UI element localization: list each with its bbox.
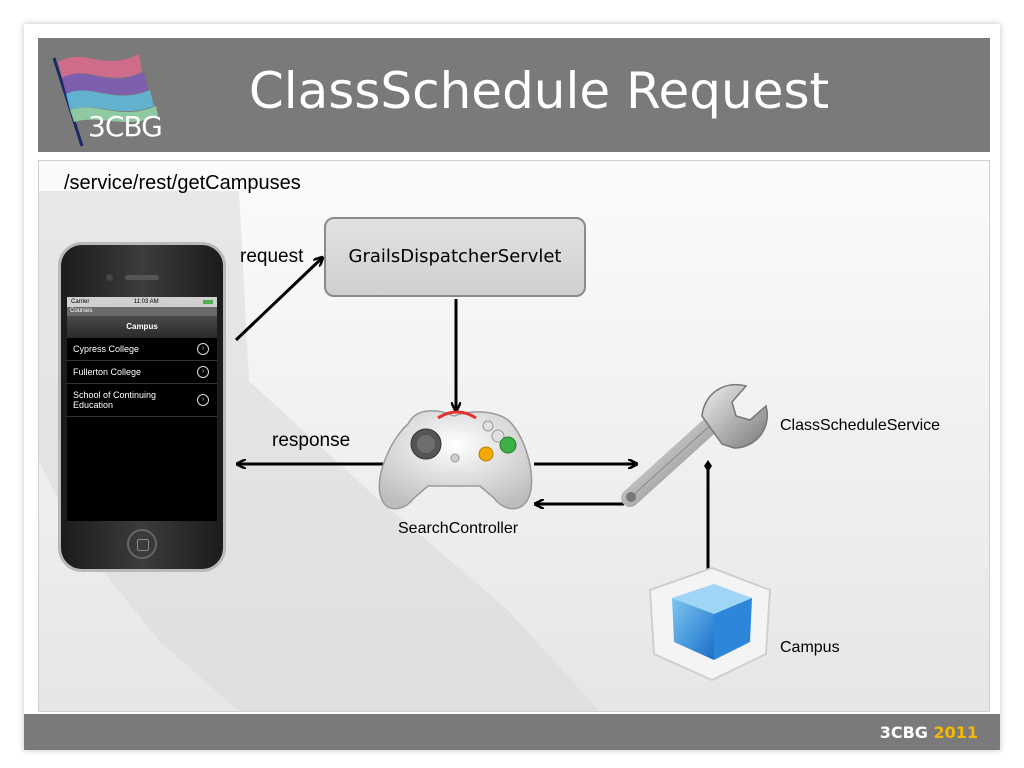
request-arrow: [234, 258, 322, 342]
list-item[interactable]: Cypress College ›: [67, 338, 217, 361]
footer-bar: 3CBG 2011: [24, 714, 1000, 750]
chevron-right-icon: ›: [197, 366, 209, 378]
footer-brand-name: 3CBG: [879, 723, 928, 742]
slide: 3CBG ClassSchedule Request 3CBG 2011 /se…: [24, 24, 1000, 750]
chevron-right-icon: ›: [197, 343, 209, 355]
logo-text: 3CBG: [88, 110, 163, 143]
gamepad-icon: [378, 410, 533, 510]
list-item-label: Cypress College: [73, 344, 140, 354]
battery-icon: [203, 300, 213, 304]
flag-ribbons-icon: [52, 54, 158, 147]
domain-label: Campus: [780, 639, 840, 656]
wrench-icon: [621, 383, 768, 507]
domain-to-service-arrow: [704, 460, 712, 572]
list-item-label: Fullerton College: [73, 367, 142, 377]
controller-label: SearchController: [398, 520, 519, 537]
request-label: request: [240, 246, 304, 267]
list-item-label: School of Continuing Education: [73, 390, 157, 410]
phone-speaker: [125, 275, 159, 280]
phone-home-button: [127, 529, 157, 559]
phone-screen: Carrier 11:03 AM Courses Campus Cypress …: [67, 297, 217, 521]
header-bar: 3CBG ClassSchedule Request: [38, 38, 990, 152]
page-title: ClassSchedule Request: [248, 62, 830, 120]
dispatcher-node: GrailsDispatcherServlet: [324, 217, 586, 297]
phone-navbar: Courses: [67, 307, 217, 316]
route-path: /service/rest/getCampuses: [64, 172, 301, 194]
footer-brand: 3CBG 2011: [880, 723, 978, 742]
list-item[interactable]: Fullerton College ›: [67, 361, 217, 384]
list-item[interactable]: School of Continuing Education ›: [67, 384, 217, 417]
chevron-right-icon: ›: [197, 394, 209, 406]
service-label: ClassScheduleService: [780, 417, 941, 434]
phone-statusbar: Carrier 11:03 AM: [67, 297, 217, 307]
cube-icon: [648, 566, 772, 682]
response-label: response: [272, 430, 351, 451]
footer-year: 2011: [933, 723, 978, 742]
diagram-overlay: [234, 24, 772, 682]
phone-time: 11:03 AM: [133, 299, 159, 305]
phone-carrier: Carrier: [71, 299, 90, 305]
phone-section-header: Campus: [67, 316, 217, 338]
phone-camera: [106, 274, 113, 281]
phone-mockup: Carrier 11:03 AM Courses Campus Cypress …: [58, 242, 226, 572]
